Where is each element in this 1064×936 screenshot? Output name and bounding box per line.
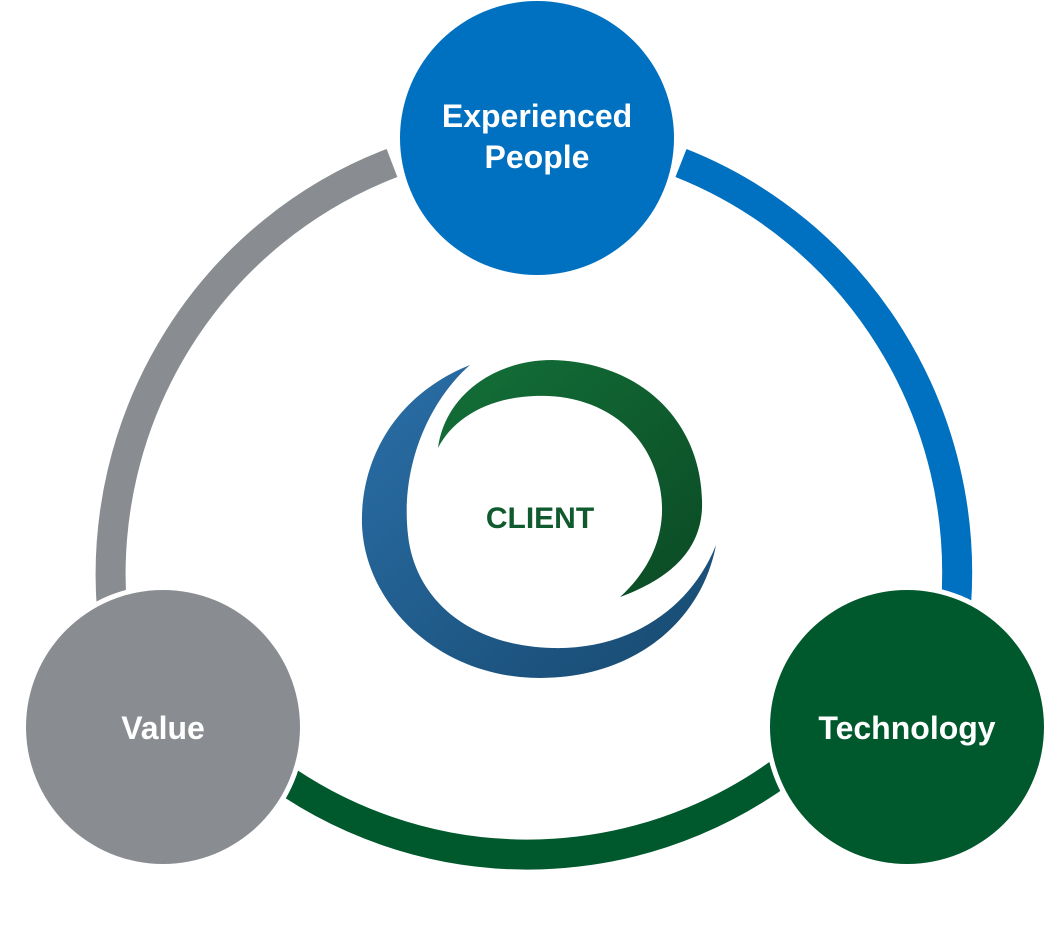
client-logo: CLIENT [361,357,720,678]
node-experienced-people: Experienced People [395,0,679,280]
ring-arc-gray [95,148,398,612]
node-technology-circle [770,590,1044,864]
node-technology-label: Technology [818,710,995,746]
ring-arc-blue [675,149,973,607]
node-technology: Technology [765,585,1049,869]
node-value: Value [21,585,305,869]
node-people-label-line1: Experienced [442,98,632,134]
node-people-label-line2: People [485,139,590,175]
node-people-circle [400,1,674,275]
center-label: CLIENT [486,502,594,535]
ring-arc-green [248,730,829,870]
logo-green-crescent [438,360,703,597]
node-value-label: Value [121,710,205,746]
node-value-circle [26,590,300,864]
